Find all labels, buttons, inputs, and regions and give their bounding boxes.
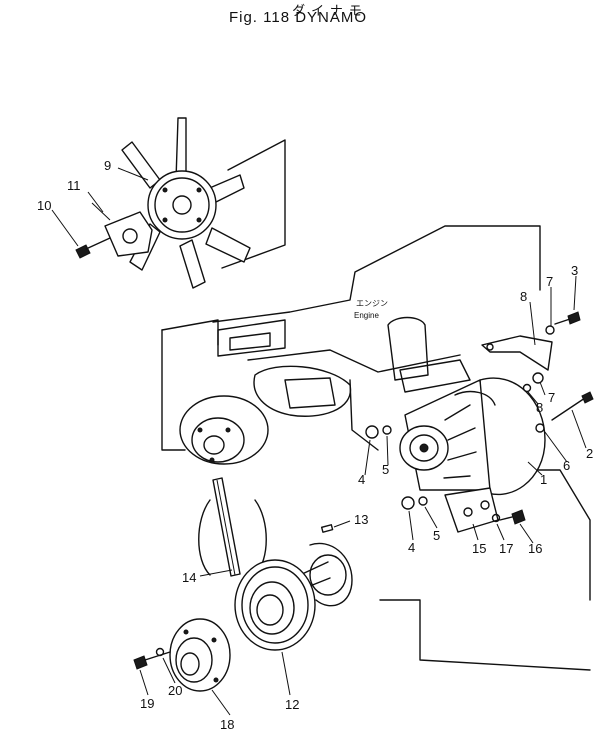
engine-block (161, 225, 591, 671)
fan-blade (121, 141, 161, 189)
callout-7: 7 (546, 274, 553, 289)
fan-center-hole (172, 195, 192, 215)
engine-label-jp: エンジン (356, 299, 388, 308)
callout-8: 7 (548, 390, 555, 405)
callout-10: 8 (520, 289, 527, 304)
fan-blade (205, 227, 251, 263)
callout-4-upper: 4 (358, 472, 365, 487)
water-pump-pulley (179, 395, 269, 465)
callout-13: 11 (67, 178, 81, 193)
fan-blade (179, 239, 206, 289)
callout-11: 9 (104, 158, 111, 173)
pulley-flange (169, 618, 231, 692)
leader-lines (51, 167, 587, 716)
callout-4-lower: 4 (408, 540, 415, 555)
fan-hub-ring (154, 177, 210, 233)
callout-5-lower: 5 (433, 528, 440, 543)
engine-label: Engine (354, 311, 379, 320)
callout-3: 3 (571, 263, 578, 278)
callout-17: 15 (472, 541, 486, 556)
callout-18: 16 (528, 541, 542, 556)
figure-title-kana: ダイナモ (292, 3, 368, 18)
callout-20: 18 (220, 717, 234, 731)
v-belt (212, 477, 241, 577)
callout-9: 8 (536, 400, 543, 415)
callout-15: 13 (354, 512, 368, 527)
callout-14: 12 (285, 697, 299, 712)
hardware (320, 311, 594, 533)
fan-hub (147, 170, 217, 240)
callouts: 9 11 10 8 7 3 7 8 2 6 1 4 5 4 5 15 17 16… (37, 158, 593, 731)
callout-16: 14 (182, 570, 196, 585)
callout-1: 1 (540, 472, 547, 487)
figure-title: Fig. 118 DYNAMO (228, 9, 368, 26)
callout-19: 17 (499, 541, 513, 556)
callout-12: 10 (37, 198, 51, 213)
fan-shroud-outline (221, 139, 286, 269)
callout-21: 19 (140, 696, 154, 711)
callout-5-upper: 5 (382, 462, 389, 477)
adjusting-brace (481, 335, 553, 371)
crank-pulley (234, 542, 353, 651)
callout-6: 6 (563, 458, 570, 473)
callout-22: 20 (168, 683, 182, 698)
alternator (399, 377, 546, 496)
flange-washer (155, 647, 165, 657)
fan-assembly (75, 117, 286, 289)
flange-bolt (133, 655, 148, 670)
fan-spacer (104, 211, 153, 257)
callout-2: 2 (586, 446, 593, 461)
fan-bolt (75, 244, 91, 259)
